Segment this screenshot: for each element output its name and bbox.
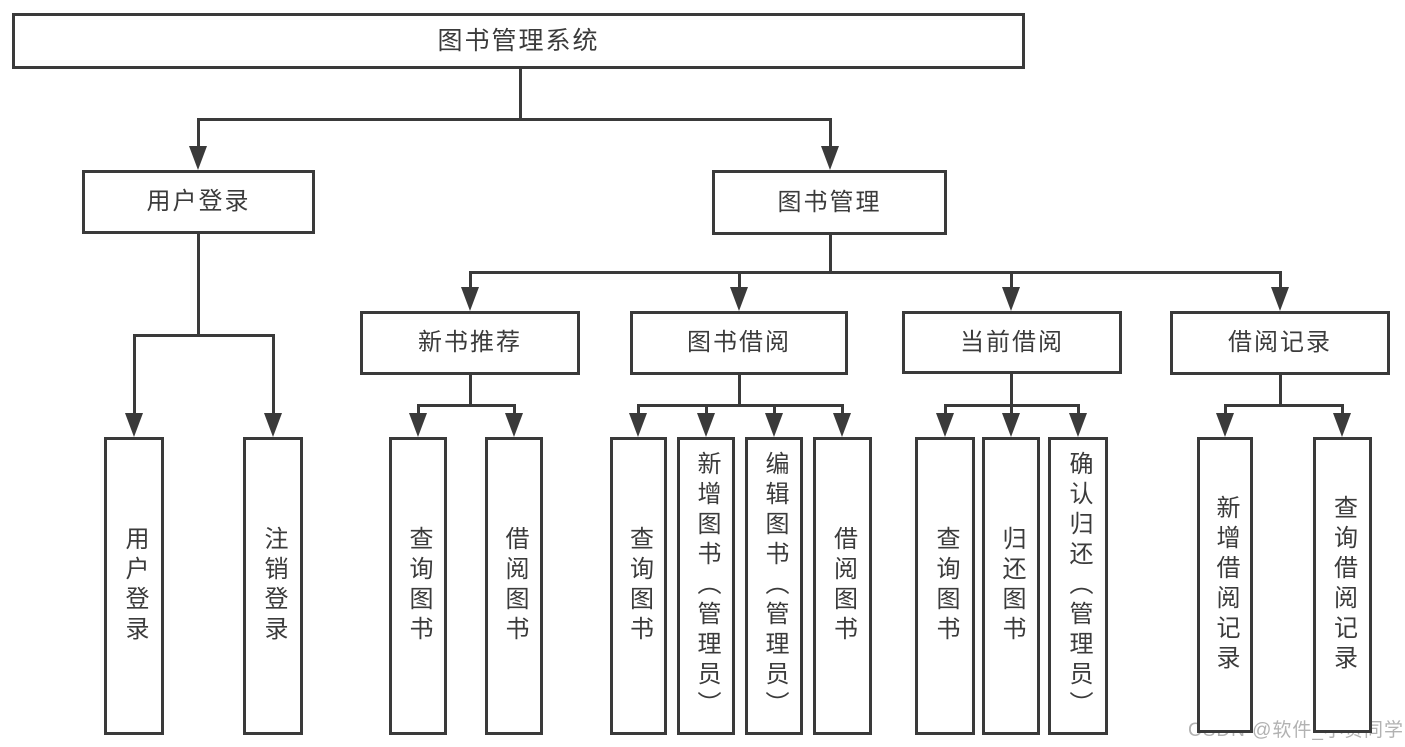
arrow-down-icon: [461, 287, 479, 311]
node-add-books-admin: 新增图书（管理员）: [677, 437, 735, 735]
connector-line: [196, 232, 200, 337]
node-borrow-books-leaf: 借阅图书: [813, 437, 872, 735]
connector-line: [132, 335, 136, 417]
arrow-down-icon: [1002, 287, 1020, 311]
arrow-down-icon: [629, 413, 647, 437]
connector-line: [737, 272, 741, 291]
connector-line: [196, 117, 832, 121]
connector-line: [1009, 371, 1013, 407]
arrow-down-icon: [264, 413, 282, 437]
connector-line: [132, 333, 275, 337]
connector-line: [1278, 373, 1282, 407]
node-query-borrow-record: 查询借阅记录: [1313, 437, 1372, 733]
connector-line: [1076, 405, 1080, 417]
arrow-down-icon: [1333, 413, 1351, 437]
arrow-down-icon: [1069, 413, 1087, 437]
node-library-management-system-label: 图书管理系统: [437, 26, 600, 55]
arrow-down-icon: [821, 146, 839, 170]
node-query-books-borrow-label: 查询图书: [625, 526, 653, 646]
arrow-down-icon: [730, 287, 748, 311]
connector-line: [943, 405, 947, 417]
arrow-down-icon: [409, 413, 427, 437]
node-user-login: 用户登录: [82, 170, 315, 234]
node-book-management-label: 图书管理: [777, 188, 882, 216]
node-logout-leaf: 注销登录: [243, 437, 303, 735]
node-logout-leaf-label: 注销登录: [260, 526, 287, 646]
connector-line: [1009, 405, 1013, 417]
node-edit-books-admin-label: 编辑图书（管理员）: [761, 451, 788, 721]
node-borrow-records-label: 借阅记录: [1228, 329, 1332, 356]
connector-line: [840, 405, 844, 417]
node-query-books-borrow: 查询图书: [610, 437, 667, 735]
node-query-books-recommend-label: 查询图书: [405, 526, 432, 646]
connector-line: [1278, 272, 1282, 291]
connector-line: [1223, 403, 1344, 407]
connector-line: [196, 119, 200, 150]
connector-line: [1223, 405, 1227, 417]
connector-line: [1009, 272, 1013, 291]
connector-line: [512, 405, 516, 417]
connector-line: [828, 119, 832, 150]
node-user-login-leaf-label: 用户登录: [121, 526, 148, 646]
node-query-borrow-record-label: 查询借阅记录: [1329, 495, 1357, 675]
arrow-down-icon: [1002, 413, 1020, 437]
connector-line: [737, 373, 741, 407]
node-library-management-system: 图书管理系统: [12, 13, 1025, 69]
arrow-down-icon: [505, 413, 523, 437]
connector-line: [828, 233, 832, 274]
arrow-down-icon: [189, 146, 207, 170]
node-return-books: 归还图书: [982, 437, 1040, 735]
node-book-management: 图书管理: [712, 170, 947, 235]
node-return-books-label: 归还图书: [998, 526, 1025, 646]
node-book-borrowing: 图书借阅: [630, 311, 848, 375]
arrow-down-icon: [833, 413, 851, 437]
node-current-borrowing-label: 当前借阅: [960, 328, 1064, 356]
node-query-books-current-label: 查询图书: [932, 526, 959, 646]
arrow-down-icon: [125, 413, 143, 437]
node-confirm-return-admin: 确认归还（管理员）: [1048, 437, 1108, 735]
node-user-login-label: 用户登录: [146, 188, 251, 215]
connector-line: [704, 405, 708, 417]
connector-line: [772, 405, 776, 417]
connector-line: [468, 270, 1282, 274]
node-add-borrow-record: 新增借阅记录: [1197, 437, 1253, 733]
node-borrow-books-leaf-label: 借阅图书: [829, 526, 857, 646]
node-query-books-recommend: 查询图书: [389, 437, 447, 735]
node-current-borrowing: 当前借阅: [902, 311, 1122, 374]
arrow-down-icon: [936, 413, 954, 437]
connector-line: [518, 66, 522, 121]
node-user-login-leaf: 用户登录: [104, 437, 164, 735]
arrow-down-icon: [1271, 287, 1289, 311]
arrow-down-icon: [697, 413, 715, 437]
connector-line: [416, 403, 516, 407]
node-new-book-recommend-label: 新书推荐: [418, 329, 522, 356]
node-borrow-books-recommend-label: 借阅图书: [501, 526, 528, 646]
node-borrow-books-recommend: 借阅图书: [485, 437, 543, 735]
node-confirm-return-admin-label: 确认归还（管理员）: [1065, 451, 1092, 721]
node-book-borrowing-label: 图书借阅: [687, 329, 791, 356]
arrow-down-icon: [1216, 413, 1234, 437]
connector-line: [271, 335, 275, 417]
node-query-books-current: 查询图书: [915, 437, 975, 735]
node-add-borrow-record-label: 新增借阅记录: [1212, 495, 1239, 675]
connector-line: [416, 405, 420, 417]
arrow-down-icon: [765, 413, 783, 437]
node-edit-books-admin: 编辑图书（管理员）: [745, 437, 803, 735]
connector-line: [1340, 405, 1344, 417]
connector-line: [636, 405, 640, 417]
node-borrow-records: 借阅记录: [1170, 311, 1390, 375]
connector-line: [468, 272, 472, 291]
node-add-books-admin-label: 新增图书（管理员）: [693, 451, 720, 721]
connector-line: [468, 373, 472, 407]
node-new-book-recommend: 新书推荐: [360, 311, 580, 375]
